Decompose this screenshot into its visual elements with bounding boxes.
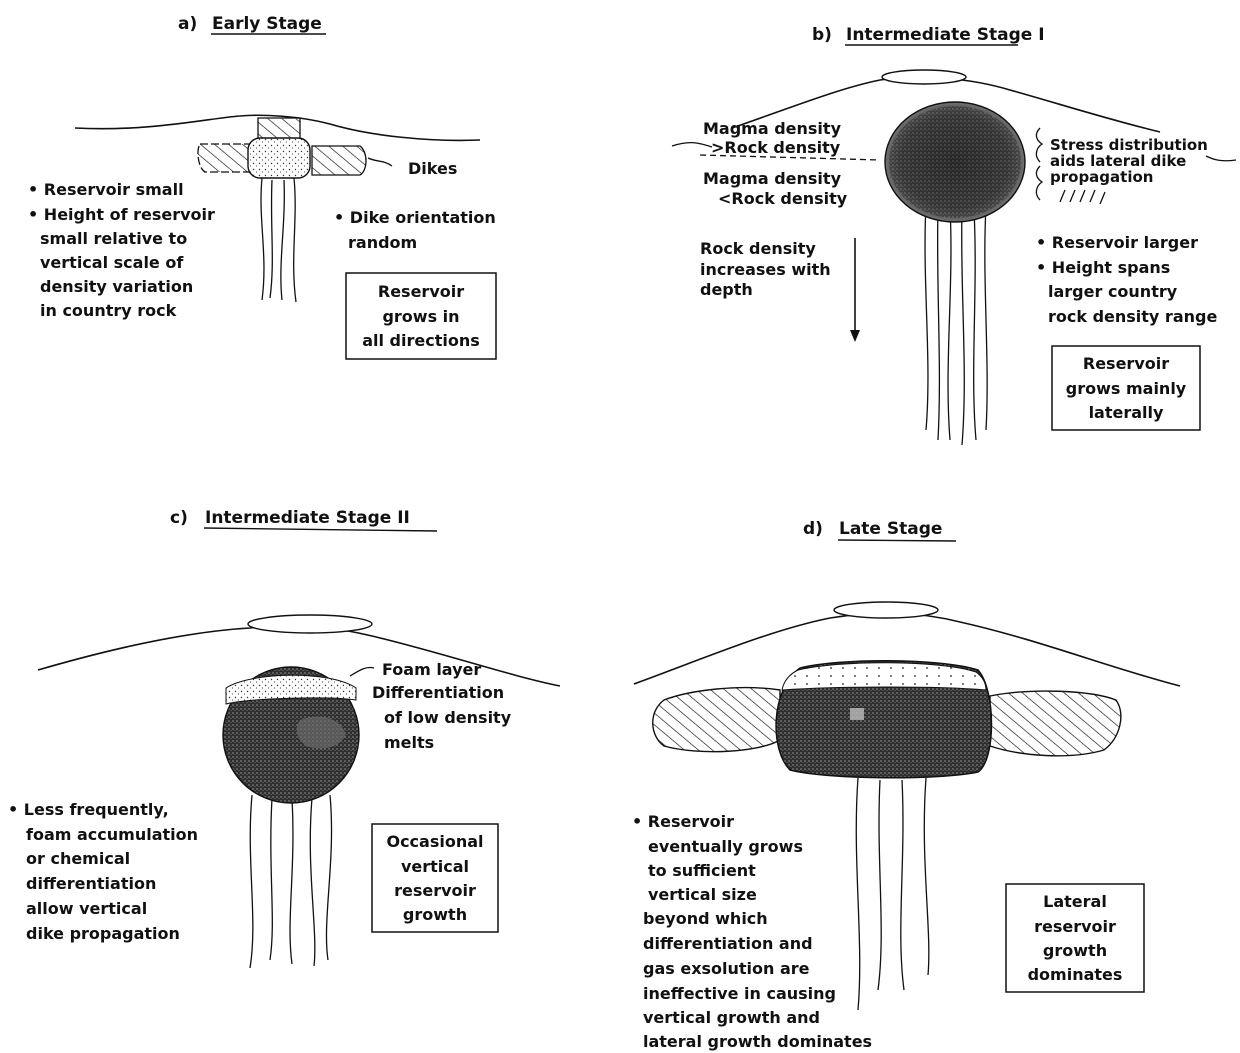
panel-d-bullet-3: to sufficient xyxy=(648,861,756,880)
panel-a-bullet-2: • Height of reservoir xyxy=(28,205,215,224)
depth-line-1: Rock density xyxy=(700,239,816,258)
panel-a-box-line-2: grows in xyxy=(382,307,459,326)
density-pointer-left xyxy=(672,143,712,147)
reservoir-a xyxy=(248,138,310,178)
reservoir-b-texture xyxy=(889,106,1021,218)
dike-left-a xyxy=(198,144,250,172)
panel-d-bullet-7: gas exsolution are xyxy=(643,959,810,978)
panel-c-box-line-3: reservoir xyxy=(394,881,476,900)
crater-d xyxy=(834,602,938,618)
panel-b-box-line-2: grows mainly xyxy=(1066,379,1187,398)
panel-c-bullet-6: dike propagation xyxy=(26,924,180,943)
panel-b-title: Intermediate Stage I xyxy=(846,25,1045,45)
panel-b-box-line-3: laterally xyxy=(1089,403,1164,422)
panel-c-box-line-1: Occasional xyxy=(386,832,483,851)
foam-label: Foam layer xyxy=(382,660,481,679)
panel-d-letter: d) xyxy=(803,519,823,539)
foam-layer-d xyxy=(782,663,986,690)
panel-d-bullet-1: • Reservoir xyxy=(632,812,734,831)
lower-density-1: Magma density xyxy=(703,169,842,188)
panel-c-bullet-1: • Less frequently, xyxy=(8,800,169,819)
diff-line-2: of low density xyxy=(384,708,512,727)
panel-b-bullet-1: • Reservoir larger xyxy=(1036,233,1198,252)
crater-c xyxy=(248,615,372,633)
crater-b xyxy=(882,70,966,84)
depth-arrow-head xyxy=(850,330,860,342)
panel-c-box-line-4: growth xyxy=(403,905,467,924)
dike-right-d xyxy=(990,691,1121,756)
depth-line-2: increases with xyxy=(700,260,831,279)
panel-d-box-line-2: reservoir xyxy=(1034,917,1116,936)
dike-left-d xyxy=(653,688,780,752)
panel-d-bullet-2: eventually grows xyxy=(648,837,803,856)
foam-pointer xyxy=(350,667,374,676)
dike-orientation-2: random xyxy=(348,233,417,252)
diff-line-1: Differentiation xyxy=(372,683,504,702)
stress-line-3: propagation xyxy=(1050,168,1153,186)
panel-d-box-line-4: dominates xyxy=(1028,965,1123,984)
dikes-label: Dikes xyxy=(408,159,457,178)
panel-b-bullet-4: rock density range xyxy=(1048,307,1217,326)
panel-d-bullet-8: ineffective in causing xyxy=(643,984,836,1003)
panel-a-letter: a) xyxy=(178,14,197,34)
panel-c-bullet-5: allow vertical xyxy=(26,899,147,918)
panel-c-title-underline xyxy=(204,528,437,531)
panel-c-bullet-3: or chemical xyxy=(26,849,130,868)
panel-b-box-line-1: Reservoir xyxy=(1083,354,1169,373)
panel-d-bullet-4: vertical size xyxy=(648,885,757,904)
panel-a-bullet-5: density variation xyxy=(40,277,193,296)
panel-d-title: Late Stage xyxy=(839,519,942,539)
panel-b-bullet-2: • Height spans xyxy=(1036,258,1170,277)
conduit-a xyxy=(261,178,296,302)
panel-a-title: Early Stage xyxy=(212,14,322,34)
panel-a-box-line-3: all directions xyxy=(362,331,480,350)
conduit-d xyxy=(856,778,929,1010)
reservoir-d-highlight xyxy=(850,708,864,720)
panel-d-bullet-9: vertical growth and xyxy=(643,1008,820,1027)
panel-a: a) Early Stage Dikes • Reservoir small •… xyxy=(28,14,496,359)
dikes-pointer xyxy=(368,158,392,166)
panel-d-box-line-3: growth xyxy=(1043,941,1107,960)
panel-c-bullet-2: foam accumulation xyxy=(26,825,198,844)
conduit-b xyxy=(925,205,987,445)
panel-c-box-line-2: vertical xyxy=(401,857,469,876)
dike-right-a xyxy=(312,146,366,175)
dike-orientation-1: • Dike orientation xyxy=(334,208,496,227)
dike-top-a xyxy=(258,118,300,140)
panel-a-box-line-1: Reservoir xyxy=(378,282,464,301)
panel-c-letter: c) xyxy=(170,508,188,528)
panel-d-bullet-10: lateral growth dominates xyxy=(643,1032,872,1051)
upper-density-1: Magma density xyxy=(703,119,842,138)
panel-b-bullet-3: larger country xyxy=(1048,282,1178,301)
panel-d-bullet-5: beyond which xyxy=(643,909,768,928)
panel-b-letter: b) xyxy=(812,25,832,45)
panel-c: c) Intermediate Stage II Foam layer Diff… xyxy=(8,508,560,968)
conduit-c xyxy=(250,795,332,968)
panel-c-title: Intermediate Stage II xyxy=(205,508,410,528)
panel-c-bullet-4: differentiation xyxy=(26,874,156,893)
panel-b: b) Intermediate Stage I Magma density >R… xyxy=(672,25,1236,445)
upper-density-2: >Rock density xyxy=(711,138,841,157)
panel-a-bullet-6: in country rock xyxy=(40,301,177,320)
lower-density-2: <Rock density xyxy=(718,189,848,208)
diff-line-3: melts xyxy=(384,733,434,752)
panel-d-bullet-6: differentiation and xyxy=(643,934,813,953)
panel-d-box-line-1: Lateral xyxy=(1043,892,1107,911)
panel-d-title-underline xyxy=(838,540,956,541)
panel-a-bullet-4: vertical scale of xyxy=(40,253,184,272)
panel-a-bullet-3: small relative to xyxy=(40,229,187,248)
panel-d: d) Late Stage • Reservoir eventually gro… xyxy=(632,519,1180,1051)
depth-line-3: depth xyxy=(700,280,753,299)
panel-a-bullet-1: • Reservoir small xyxy=(28,180,184,199)
